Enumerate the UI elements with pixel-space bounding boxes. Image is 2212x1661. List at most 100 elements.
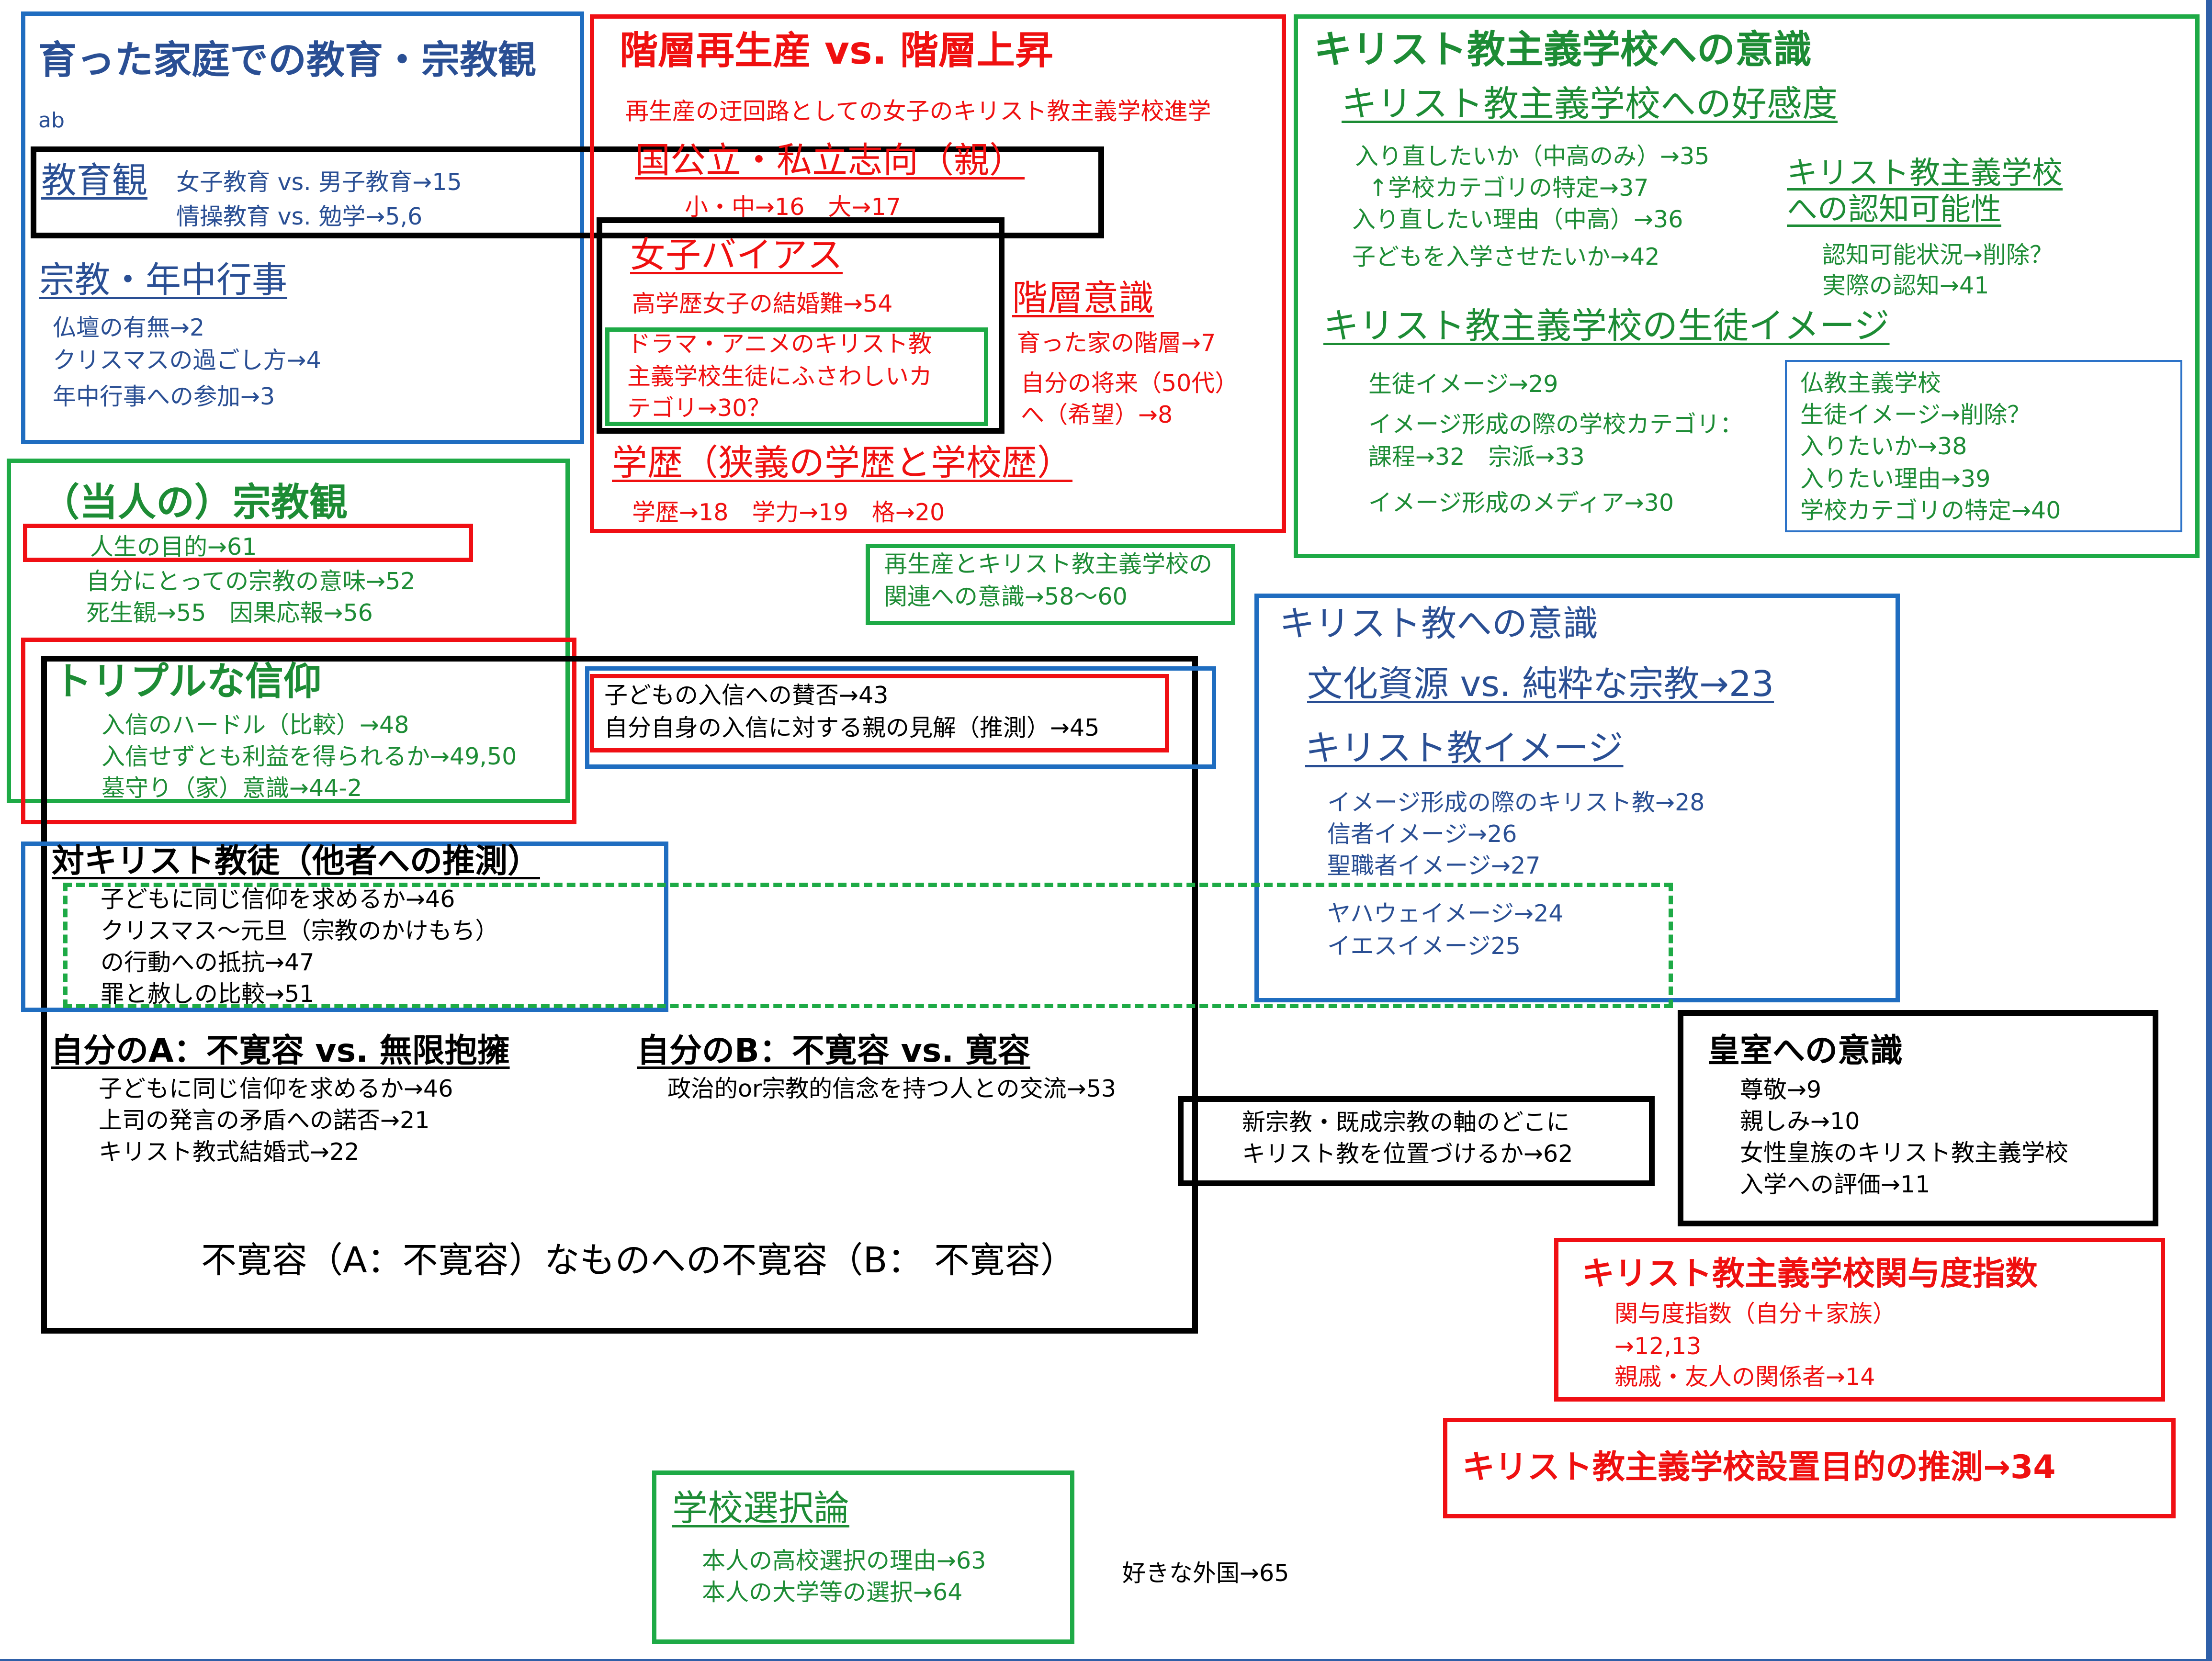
student-image-item: イメージ形成のメディア→30 xyxy=(1368,489,1674,516)
education-history-detail: 学歴→18 学力→19 格→20 xyxy=(632,499,945,526)
drama-box xyxy=(605,327,988,426)
christianity-box xyxy=(1254,594,1900,1002)
imperial-item: 入学への評価→11 xyxy=(1740,1171,1930,1198)
triple-faith-box xyxy=(21,638,576,824)
school-choice-title: 学校選択論 xyxy=(672,1488,849,1529)
christianity-image-item: ヤハウェイメージ→24 xyxy=(1327,900,1564,927)
conversion-box xyxy=(590,674,1169,752)
recognizability-item: 実際の認知→41 xyxy=(1822,272,1989,299)
buddhist-item: 生徒イメージ→削除？ xyxy=(1800,401,2031,428)
girl-bias-box xyxy=(597,217,1004,434)
shared-items-dashed-box xyxy=(63,883,1673,1008)
purpose-box xyxy=(1443,1418,2176,1518)
student-image-item: イメージ形成の際の学校カテゴリ： xyxy=(1368,411,1744,438)
toward-christians-title: 対キリスト教徒（他者への推測） xyxy=(52,842,541,880)
triple-faith-item: 入信のハードル（比較）→48 xyxy=(102,711,409,739)
favorability-item: 入り直したいか（中高のみ）→35 xyxy=(1355,143,1710,170)
recognizability-heading: キリスト教主義学校 xyxy=(1787,156,2063,191)
home-education-box xyxy=(21,11,584,444)
student-image-item: 生徒イメージ→29 xyxy=(1368,370,1558,398)
involvement-item: →12,13 xyxy=(1614,1333,1702,1360)
christian-school-title: キリスト教主義学校への意識 xyxy=(1314,27,1812,72)
education-view-box xyxy=(31,146,1104,238)
triple-faith-item: 墓守り（家）意識→44-2 xyxy=(102,774,362,802)
school-choice-box xyxy=(652,1470,1074,1644)
reproduction-title: 階層再生産 vs. 階層上昇 xyxy=(620,28,1053,73)
favorite-country: 好きな外国→65 xyxy=(1122,1560,1289,1587)
education-view-line2: 情操教育 vs. 勉学→5,6 xyxy=(176,203,423,230)
involvement-title: キリスト教主義学校関与度指数 xyxy=(1582,1255,2038,1293)
purpose-statement: キリスト教主義学校設置目的の推測→34 xyxy=(1462,1448,2056,1486)
personal-religion-title: （当人の）宗教観 xyxy=(41,480,348,525)
imperial-item: 尊敬→9 xyxy=(1740,1076,1822,1103)
student-image-heading: キリスト教主義学校の生徒イメージ xyxy=(1323,305,1890,347)
religion-events-item: 年中行事への参加→3 xyxy=(53,383,275,410)
self-b-item: 政治的or宗教的信念を持つ人との交流→53 xyxy=(667,1075,1117,1102)
involvement-item: 親戚・友人の関係者→14 xyxy=(1614,1363,1875,1391)
triple-faith-title: トリプルな信仰 xyxy=(54,659,322,704)
buddhist-item: 仏教主義学校 xyxy=(1800,370,1941,397)
intolerance-statement: 不寛容（A：不寛容）なものへの不寛容（B： 不寛容） xyxy=(201,1240,1076,1281)
christianity-title: キリスト教への意識 xyxy=(1279,603,1598,644)
self-a-item: キリスト教式結婚式→22 xyxy=(99,1138,360,1166)
christianity-image-item: イエスイメージ25 xyxy=(1327,932,1521,960)
public-private-detail: 小・中→16 大→17 xyxy=(685,193,901,221)
recognizability-item: 認知可能状況→削除？ xyxy=(1822,241,2054,269)
drama-line: テゴリ→30？ xyxy=(627,394,771,422)
christianity-image-item: 信者イメージ→26 xyxy=(1327,820,1517,848)
imperial-item: 親しみ→10 xyxy=(1740,1108,1860,1135)
personal-religion-item: 死生観→55 因果応報→56 xyxy=(86,599,373,627)
new-religion-box xyxy=(1178,1096,1655,1186)
reproduction-link-line1: 再生産とキリスト教主義学校の xyxy=(884,550,1213,578)
class-consciousness-line: へ（希望）→8 xyxy=(1021,401,1173,428)
imperial-title: 皇室への意識 xyxy=(1707,1032,1903,1070)
personal-religion-item: 自分にとっての宗教の意味→52 xyxy=(86,568,416,595)
conversion-line1: 子どもの入信への賛否→43 xyxy=(604,682,889,709)
reproduction-box xyxy=(590,14,1286,533)
christianity-culture: 文化資源 vs. 純粋な宗教→23 xyxy=(1307,663,1774,705)
drama-line: 主義学校生徒にふさわしいカ xyxy=(627,363,933,390)
slide-bottom-edge xyxy=(0,1659,2212,1661)
involvement-box xyxy=(1554,1238,2165,1402)
student-image-item: 課程→32 宗派→33 xyxy=(1368,443,1585,471)
christianity-image-item: イメージ形成の際のキリスト教→28 xyxy=(1327,789,1705,816)
school-choice-item: 本人の大学等の選択→64 xyxy=(702,1579,963,1606)
religion-events-item: クリスマスの過ごし方→4 xyxy=(53,347,321,374)
toward-christians-item: 子どもに同じ信仰を求めるか→46 xyxy=(101,886,455,913)
conversion-outer-box xyxy=(585,666,1216,769)
toward-christians-item: クリスマス～元旦（宗教のかけもち） xyxy=(101,917,499,944)
drama-line: ドラマ・アニメのキリスト教 xyxy=(627,330,932,358)
buddhist-item: 入りたい理由→39 xyxy=(1800,465,1991,493)
christian-school-box xyxy=(1294,14,2200,558)
conversion-line2: 自分自身の入信に対する親の見解（推測）→45 xyxy=(604,714,1100,741)
new-religion-line2: キリスト教を位置づけるか→62 xyxy=(1242,1140,1573,1167)
reproduction-link-box xyxy=(866,544,1235,625)
triple-faith-item: 入信せずとも利益を得られるか→49,50 xyxy=(102,743,517,770)
favorability-item: 入り直したい理由（中高）→36 xyxy=(1352,206,1683,233)
self-a-item: 上司の発言の矛盾への諾否→21 xyxy=(99,1107,430,1134)
toward-christians-box xyxy=(21,842,668,1012)
girl-bias-heading: 女子バイアス xyxy=(630,235,843,276)
buddhist-item: 学校カテゴリの特定→40 xyxy=(1800,497,2061,524)
personal-religion-box xyxy=(7,459,570,803)
toward-christians-item: の行動への抵抗→47 xyxy=(101,949,315,976)
self-a-item: 子どもに同じ信仰を求めるか→46 xyxy=(99,1075,453,1102)
christianity-image-item: 聖職者イメージ→27 xyxy=(1327,852,1541,879)
public-private-heading: 国公立・私立志向（親） xyxy=(635,140,1025,181)
class-consciousness-line: 自分の将来（50代） xyxy=(1021,370,1239,397)
religion-events-item: 仏壇の有無→2 xyxy=(53,314,205,341)
personal-religion-item: 人生の目的→61 xyxy=(90,533,257,561)
toward-christians-item: 罪と赦しの比較→51 xyxy=(101,980,315,1008)
buddhist-item: 入りたいか→38 xyxy=(1800,433,1967,460)
reproduction-subtitle: 再生産の迂回路としての女子のキリスト教主義学校進学 xyxy=(625,98,1211,125)
new-religion-line1: 新宗教・既成宗教の軸のどこに xyxy=(1242,1109,1570,1136)
school-choice-item: 本人の高校選択の理由→63 xyxy=(702,1547,986,1574)
christianity-image-heading: キリスト教イメージ xyxy=(1305,728,1624,769)
education-view-heading: 教育観 xyxy=(41,160,147,201)
self-b-title: 自分のB：不寛容 vs. 寛容 xyxy=(637,1032,1030,1070)
girl-bias-line: 高学歴女子の結婚難→54 xyxy=(632,290,893,317)
favorability-item: 子どもを入学させたいか→42 xyxy=(1352,243,1660,270)
life-purpose-box xyxy=(23,524,473,562)
tolerance-box xyxy=(41,656,1198,1334)
